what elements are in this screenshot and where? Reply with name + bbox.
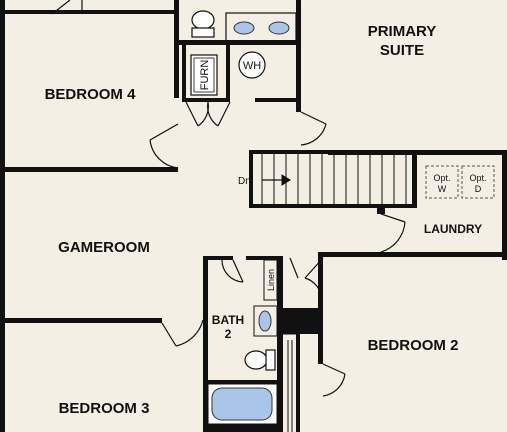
primary-suite-label: PRIMARY	[368, 23, 437, 40]
dn-label: Dn	[238, 176, 251, 187]
bath2-toilet	[244, 349, 276, 371]
linen-closet	[263, 259, 278, 301]
linen-label: Linen	[266, 269, 276, 291]
bath2-tub	[207, 383, 278, 425]
bath2-label: BATH	[212, 313, 244, 327]
bath2-label-2: 2	[225, 327, 232, 341]
laundry-label: LAUNDRY	[424, 222, 482, 236]
bedroom4-closet-doors	[51, 0, 83, 15]
upper-toilet	[191, 10, 215, 38]
bedroom3-label: BEDROOM 3	[59, 400, 150, 417]
bath2-sink	[253, 305, 278, 337]
gameroom-label: GAMEROOM	[58, 239, 150, 256]
bedroom2-label: BEDROOM 2	[368, 337, 459, 354]
opt-d-label-2: D	[475, 184, 482, 194]
water-heater-icon	[238, 51, 266, 79]
doors	[149, 101, 406, 397]
furn-label: FURN	[199, 60, 211, 91]
opt-d-label: Opt.	[469, 173, 486, 183]
upper-bath-vanity	[225, 12, 297, 42]
furnace	[190, 54, 218, 96]
bedroom2-closet	[283, 333, 296, 432]
primary-suite-label-2: SUITE	[380, 42, 424, 59]
opt-w-label: Opt.	[433, 173, 450, 183]
opt-w-label-2: W	[438, 184, 447, 194]
opt-washer-dryer	[425, 165, 495, 199]
stairs	[261, 154, 407, 204]
bedroom4-label: BEDROOM 4	[45, 86, 137, 103]
wh-label: WH	[243, 60, 261, 72]
